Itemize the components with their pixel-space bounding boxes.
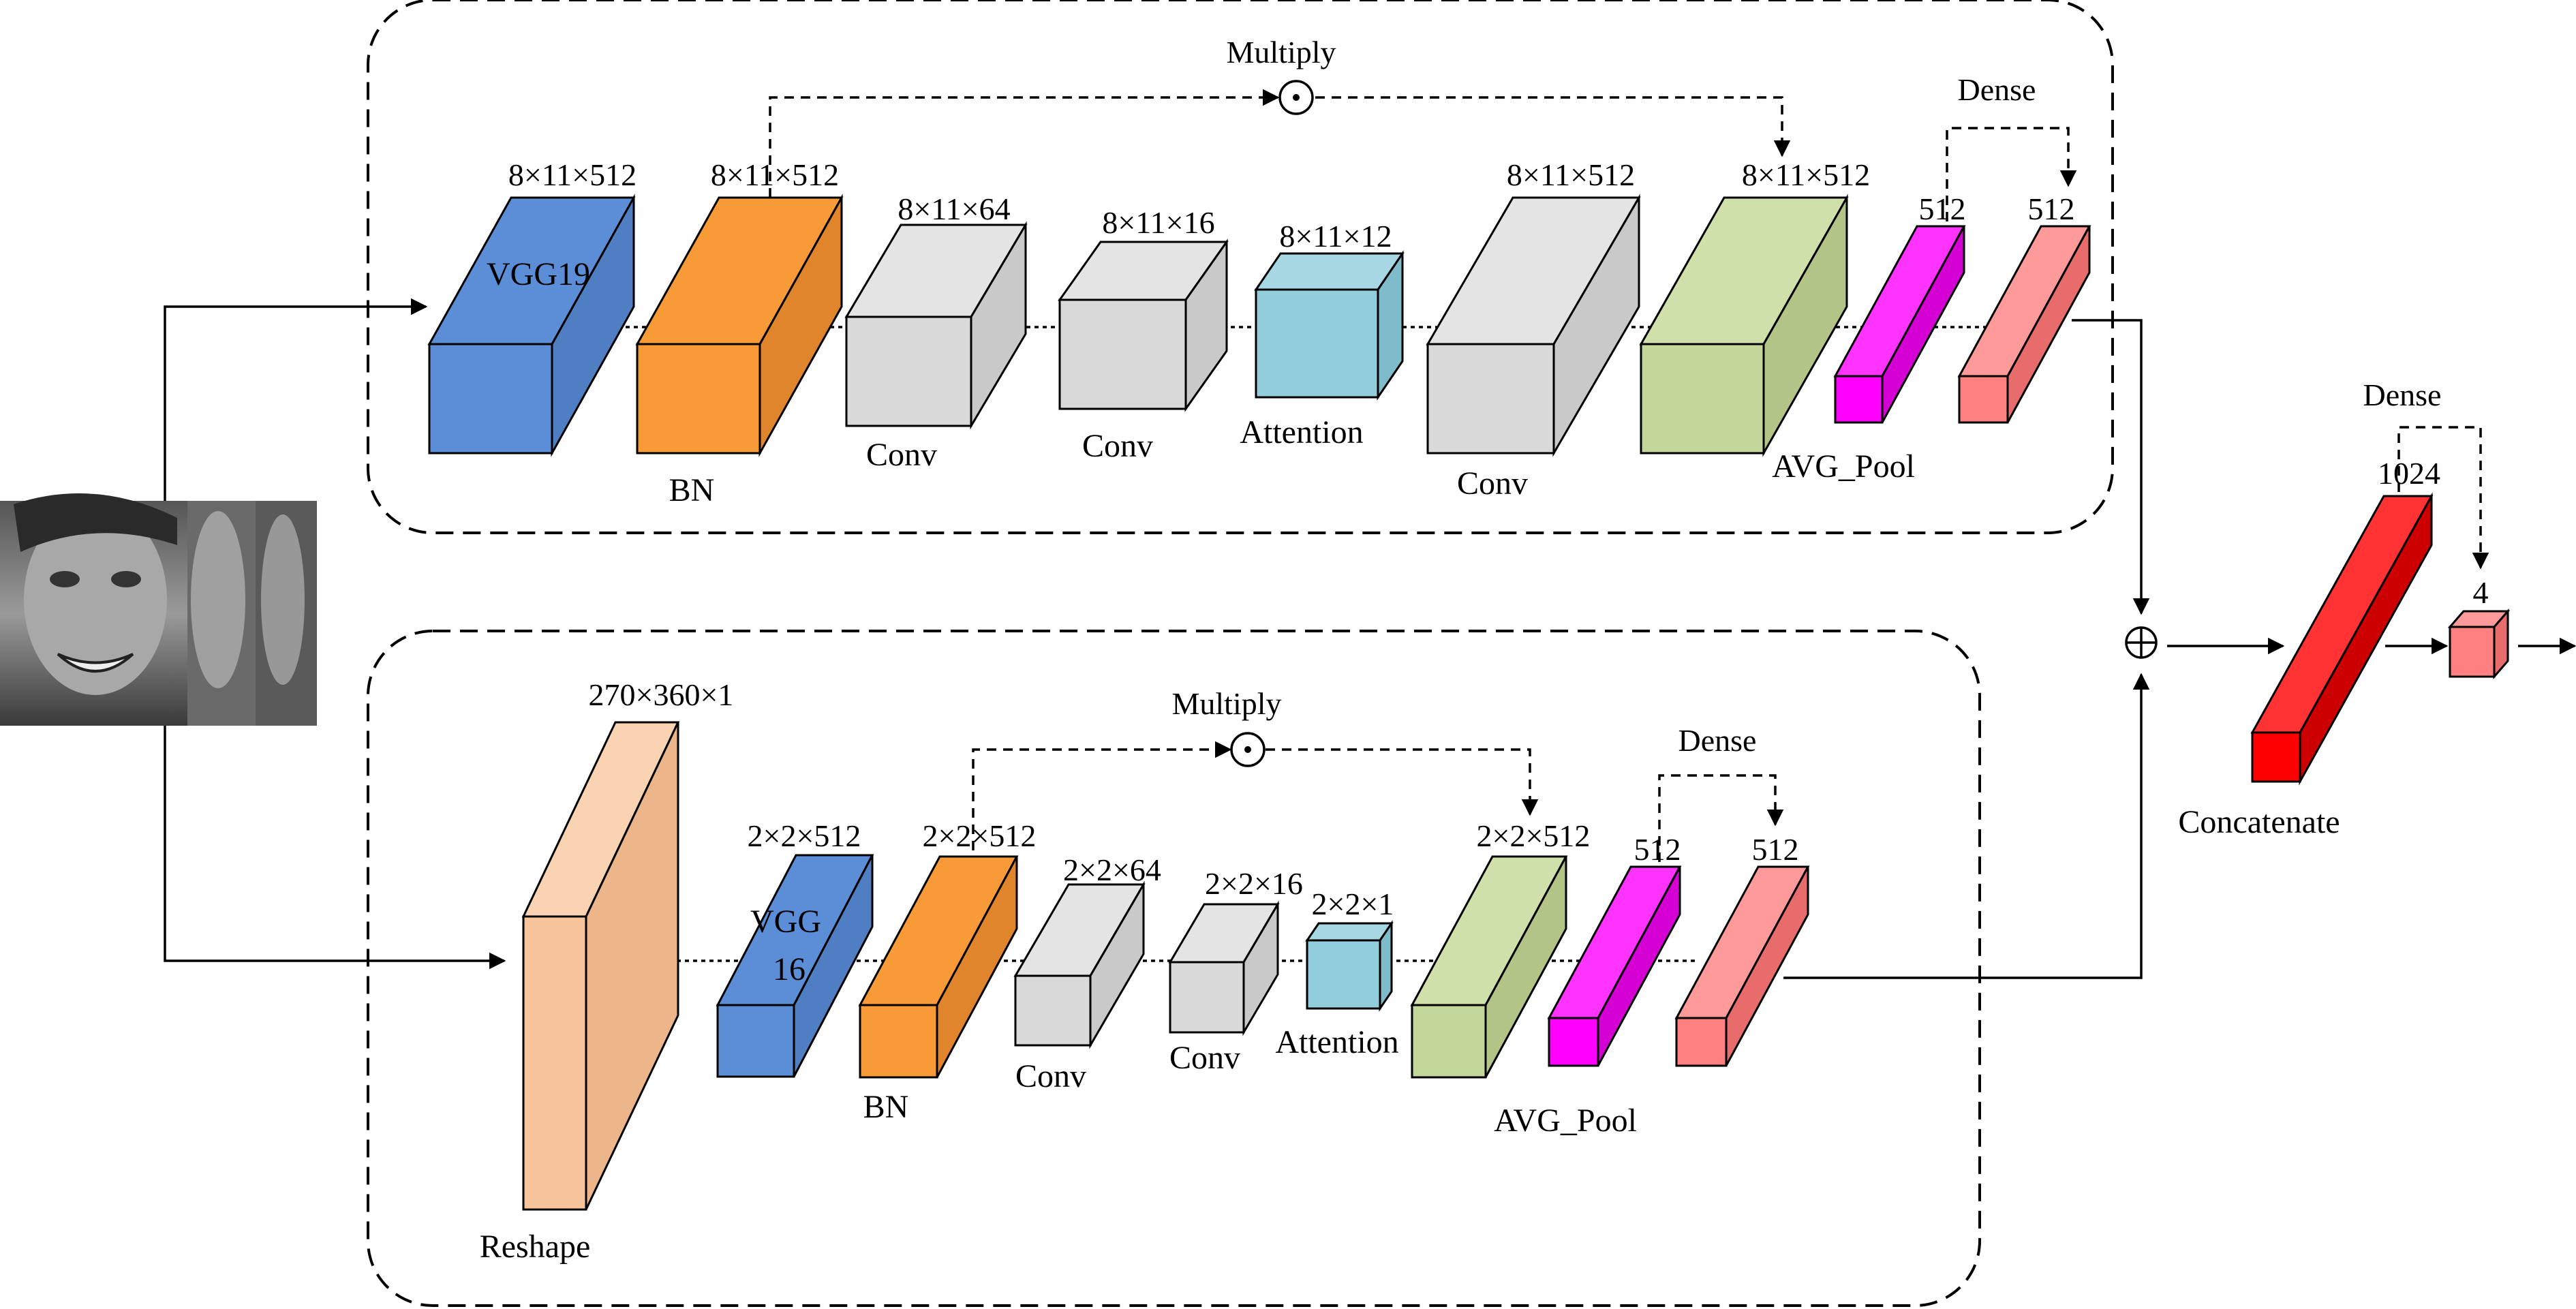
top-attention-dim: 8×11×12 bbox=[1279, 219, 1392, 253]
top-conv2-label: Conv bbox=[1082, 428, 1153, 464]
bottom-reshape-dim: 270×360×1 bbox=[589, 677, 734, 712]
top-dense-out-dim: 512 bbox=[2028, 191, 2075, 226]
top-multiply-line-in bbox=[769, 89, 1280, 198]
top-dense-pool-block bbox=[1833, 225, 1966, 424]
top-pool-label: AVG_Pool bbox=[1772, 448, 1915, 484]
concat-dim: 1024 bbox=[2378, 456, 2440, 491]
bottom-dense-out-block bbox=[1674, 865, 1810, 1067]
head-dense-label: Dense bbox=[2363, 378, 2442, 412]
bottom-dense-label: Dense bbox=[1678, 723, 1757, 758]
bottom-conv2-label: Conv bbox=[1169, 1040, 1240, 1076]
bottom-bn-dim: 2×2×512 bbox=[923, 818, 1037, 853]
top-conv3-dim: 8×11×512 bbox=[1507, 157, 1635, 192]
bottom-conv2-dim: 2×2×16 bbox=[1205, 866, 1303, 901]
bottom-attention-block bbox=[1305, 920, 1394, 1012]
top-branch-box bbox=[367, 0, 2114, 534]
top-bn-dim: 8×11×512 bbox=[711, 157, 839, 192]
bottom-conv1-block bbox=[1013, 880, 1146, 1049]
add-node bbox=[2125, 626, 2158, 659]
bottom-vgg16-block bbox=[716, 854, 874, 1078]
bottom-branch-box bbox=[367, 630, 1981, 1307]
bottom-vgg-label-1: VGG bbox=[750, 904, 821, 940]
top-to-add-arrow bbox=[2072, 319, 2150, 615]
top-vgg-dim: 8×11×512 bbox=[508, 157, 637, 192]
top-multiply-node bbox=[1278, 80, 1314, 115]
bottom-multiply-node bbox=[1230, 732, 1266, 767]
top-conv1-dim: 8×11×64 bbox=[898, 191, 1010, 226]
bottom-vgg-label-2: 16 bbox=[773, 951, 806, 987]
top-conv2-block bbox=[1058, 238, 1229, 412]
top-bn-block bbox=[635, 194, 844, 457]
bottom-pool-label: AVG_Pool bbox=[1494, 1103, 1637, 1139]
top-pool-dim: 8×11×512 bbox=[1742, 157, 1870, 192]
top-conv1-block bbox=[844, 221, 1028, 430]
top-bn-label: BN bbox=[669, 472, 715, 508]
top-conv2-dim: 8×11×16 bbox=[1102, 205, 1214, 240]
top-attention-label: Attention bbox=[1240, 414, 1363, 450]
bottom-multiply-line-out bbox=[1266, 748, 1539, 816]
input-face-images bbox=[0, 493, 317, 726]
output-dim: 4 bbox=[2473, 575, 2489, 610]
head-dense-line bbox=[2397, 426, 2489, 570]
bottom-bn-block bbox=[858, 855, 1019, 1079]
top-dense-label: Dense bbox=[1958, 72, 2036, 107]
top-conv3-label: Conv bbox=[1457, 465, 1528, 502]
bottom-attention-dim: 2×2×1 bbox=[1312, 887, 1394, 921]
bottom-reshape-label: Reshape bbox=[480, 1229, 591, 1265]
bottom-dense-out-dim: 512 bbox=[1752, 832, 1799, 867]
bottom-dense-pool-block bbox=[1547, 865, 1682, 1067]
bottom-pool-dim: 2×2×512 bbox=[1477, 818, 1591, 853]
input-to-top-arrow bbox=[164, 298, 428, 501]
top-multiply-line-out bbox=[1315, 96, 1791, 157]
input-to-bottom-arrow bbox=[164, 726, 506, 970]
bottom-conv1-label: Conv bbox=[1015, 1058, 1086, 1094]
bottom-multiply-line-in bbox=[972, 741, 1232, 850]
bottom-to-add-arrow bbox=[1783, 673, 2150, 979]
bottom-bn-label: BN bbox=[863, 1089, 909, 1125]
bottom-attention-label: Attention bbox=[1275, 1024, 1398, 1060]
top-dense-pool-dim: 512 bbox=[1919, 191, 1966, 226]
bottom-dense-pool-dim: 512 bbox=[1634, 832, 1681, 867]
top-dense-out-block bbox=[1957, 225, 2091, 424]
concat-label: Concatenate bbox=[2178, 804, 2340, 840]
bottom-avgpool-block bbox=[1410, 855, 1568, 1079]
output-block bbox=[2447, 608, 2511, 680]
bottom-conv2-block bbox=[1168, 900, 1280, 1036]
top-conv3-block bbox=[1426, 194, 1641, 457]
top-dense-line bbox=[1946, 127, 2077, 221]
top-vgg19-block bbox=[427, 194, 636, 457]
top-vgg-label: VGG19 bbox=[487, 256, 590, 292]
concatenate-block bbox=[2250, 492, 2434, 786]
top-conv1-label: Conv bbox=[866, 437, 937, 473]
bottom-reshape-block bbox=[521, 721, 680, 1211]
bottom-conv1-dim: 2×2×64 bbox=[1063, 852, 1161, 887]
top-attention-block bbox=[1254, 250, 1405, 401]
top-multiply-label: Multiply bbox=[1226, 35, 1336, 70]
top-avgpool-block bbox=[1639, 194, 1849, 457]
bottom-vgg-dim: 2×2×512 bbox=[748, 818, 861, 853]
bottom-multiply-label: Multiply bbox=[1171, 686, 1281, 721]
